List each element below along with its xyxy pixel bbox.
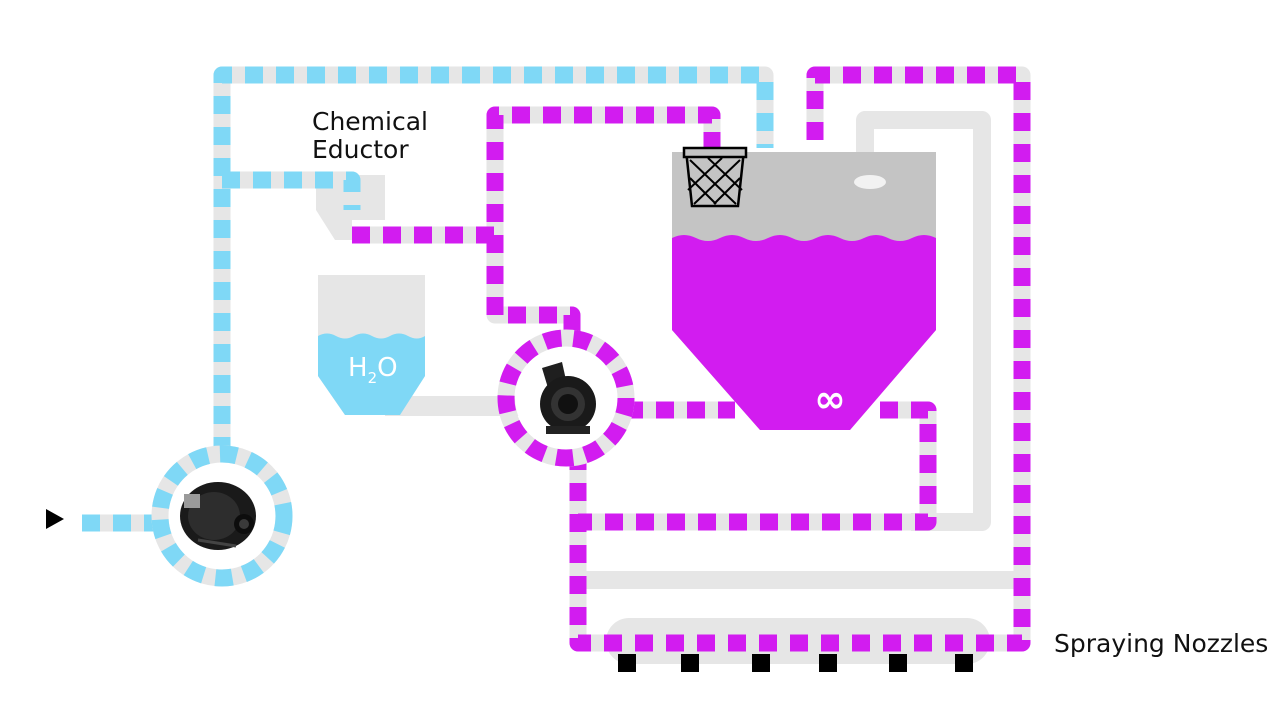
tank-fill-port	[854, 175, 886, 189]
nozzle-icon	[618, 654, 636, 672]
chemical-tank: ∞	[672, 152, 936, 430]
water-tank-label-h: H	[348, 353, 368, 383]
spraying-nozzles	[618, 654, 973, 672]
chemical-eductor-label-line2: Eductor	[312, 135, 409, 164]
water-tank-label-o: O	[377, 353, 397, 383]
nozzle-icon	[681, 654, 699, 672]
centrifugal-pump-icon	[497, 329, 635, 467]
strainer-basket-icon	[682, 146, 748, 208]
water-lines	[82, 66, 774, 532]
nozzle-icon	[889, 654, 907, 672]
nozzle-icon	[955, 654, 973, 672]
chemical-lines	[352, 66, 1031, 652]
transfer-pump-icon	[151, 445, 293, 587]
water-tank-label-sub: 2	[368, 369, 378, 387]
water-tank: H2O	[318, 275, 425, 415]
inlet-arrow-icon	[46, 509, 64, 529]
nozzle-icon	[819, 654, 837, 672]
chemical-eductor-label-line1: Chemical	[312, 107, 428, 136]
nozzle-icon	[752, 654, 770, 672]
spraying-nozzles-label: Spraying Nozzles	[1054, 629, 1268, 658]
chemical-tank-symbol: ∞	[814, 377, 846, 421]
svg-text:H2O: H2O	[348, 353, 398, 387]
